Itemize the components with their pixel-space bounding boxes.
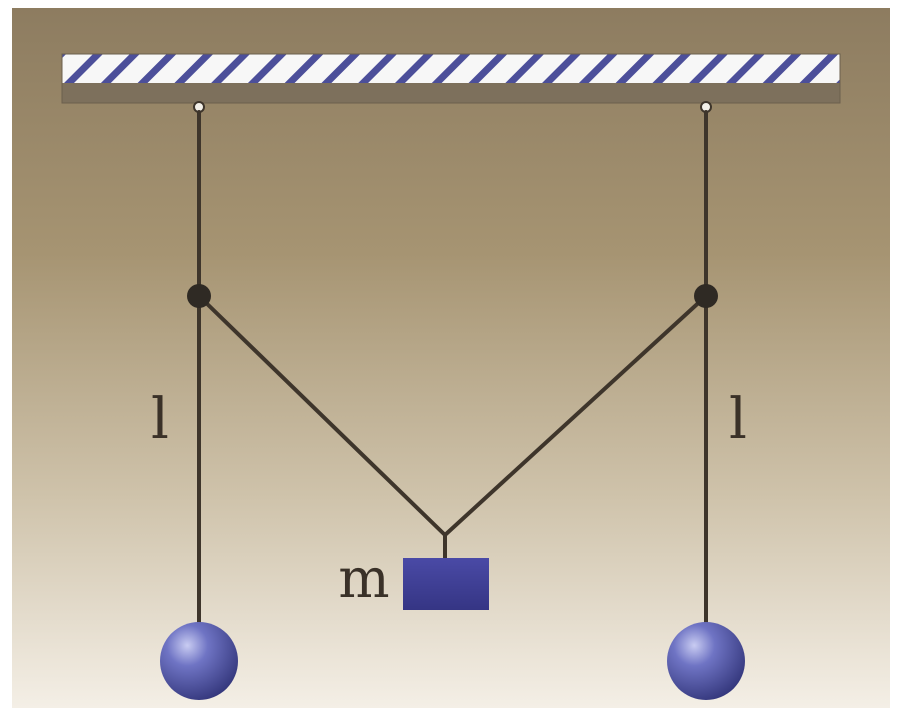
right-joint xyxy=(694,284,718,308)
left-diagonal-string xyxy=(197,294,447,537)
ceiling-hatched-top xyxy=(62,54,840,83)
left-length-label: l xyxy=(151,387,169,452)
mass-block xyxy=(403,558,489,610)
ceiling-underside xyxy=(62,83,840,103)
right-diagonal-string xyxy=(443,294,708,537)
right-length-label: l xyxy=(729,387,747,452)
ceiling-edge xyxy=(61,53,841,104)
strings xyxy=(197,110,708,634)
left-ball xyxy=(160,622,238,700)
ceiling xyxy=(61,53,841,104)
mass-label: m xyxy=(338,547,389,610)
left-joint xyxy=(187,284,211,308)
right-ball xyxy=(667,622,745,700)
